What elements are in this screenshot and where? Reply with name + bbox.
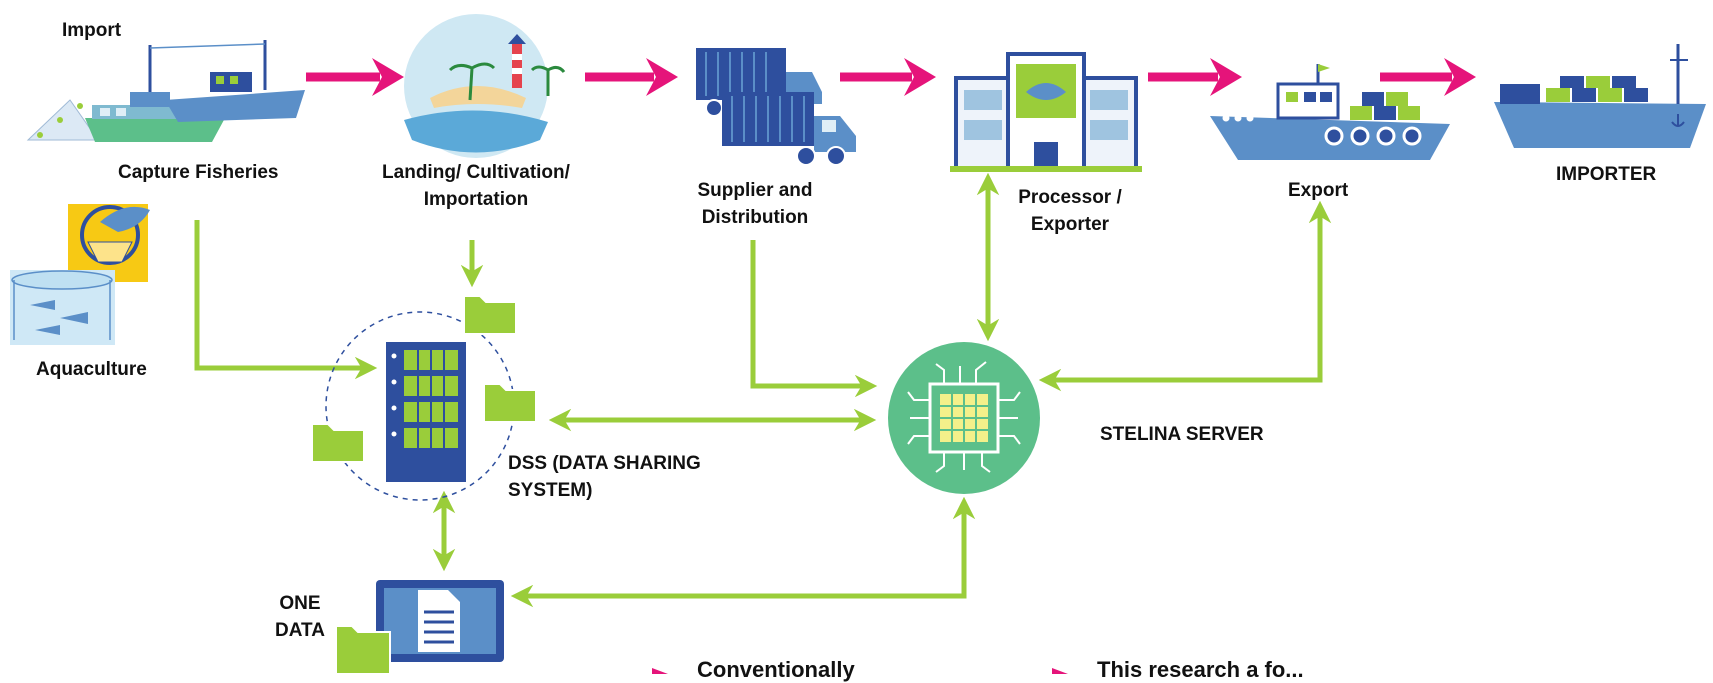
stelina-chip-icon — [888, 342, 1040, 494]
dss-server-icon — [311, 295, 537, 501]
legend-conventional-label: Conventionally — [697, 657, 855, 682]
legend-marker-research — [1052, 668, 1068, 674]
flow-arrow-3 — [840, 58, 936, 96]
cargo-ship-export-icon — [1210, 64, 1450, 160]
supplier-label: Supplier and Distribution — [680, 177, 830, 231]
landing-label: Landing/ Cultivation/ Importation — [366, 159, 586, 213]
aquaculture-label: Aquaculture — [36, 359, 147, 380]
flow-arrow-2 — [585, 58, 678, 96]
data-arrows — [194, 172, 1332, 608]
export-label: Export — [1288, 180, 1349, 201]
landing-label-line2: Importation — [423, 189, 529, 210]
data-arrow-capture-to-dss — [194, 220, 378, 380]
processor-label: Processor / Exporter — [1000, 184, 1140, 238]
one-data-label: ONE DATA — [270, 590, 330, 644]
data-arrow-onedata-stelina — [510, 496, 976, 608]
cargo-ship-importer-icon — [1494, 44, 1706, 148]
import-label: Import — [62, 20, 122, 41]
one-data-label-line1: ONE — [279, 593, 321, 614]
supplier-label-line1: Supplier and — [697, 180, 813, 201]
aquaculture-icon — [10, 204, 150, 345]
legend-research-label: This research a fo... — [1097, 657, 1304, 682]
processor-label-line2: Exporter — [1030, 214, 1110, 235]
capture-fisheries-label: Capture Fisheries — [118, 162, 279, 183]
container-trucks-icon — [696, 48, 856, 166]
dss-label: DSS (DATA SHARING SYSTEM) — [508, 450, 701, 504]
supplier-label-line2: Distribution — [701, 207, 809, 228]
flow-arrow-4 — [1148, 58, 1242, 96]
data-arrow-supplier-to-stelina — [750, 240, 878, 398]
dss-label-line2: SYSTEM) — [508, 480, 593, 501]
flow-arrow-1 — [306, 58, 404, 96]
fishing-boats-icon — [26, 40, 305, 142]
one-data-label-line2: DATA — [275, 620, 325, 641]
flow-arrow-5 — [1380, 58, 1476, 96]
flow-arrows — [306, 58, 1476, 96]
data-arrow-stelina-export — [1038, 200, 1332, 392]
landing-label-line1: Landing/ Cultivation/ — [382, 162, 570, 183]
stelina-server-label: STELINA SERVER — [1100, 424, 1264, 445]
one-data-monitor-icon — [335, 580, 504, 674]
island-lighthouse-icon — [404, 14, 566, 158]
legend-markers — [652, 668, 1068, 674]
processor-building-icon — [950, 52, 1142, 172]
legend-marker-conventional — [652, 668, 668, 674]
dss-label-line1: DSS (DATA SHARING — [508, 453, 701, 474]
importer-label: IMPORTER — [1556, 164, 1657, 185]
processor-label-line1: Processor / — [1018, 187, 1122, 208]
